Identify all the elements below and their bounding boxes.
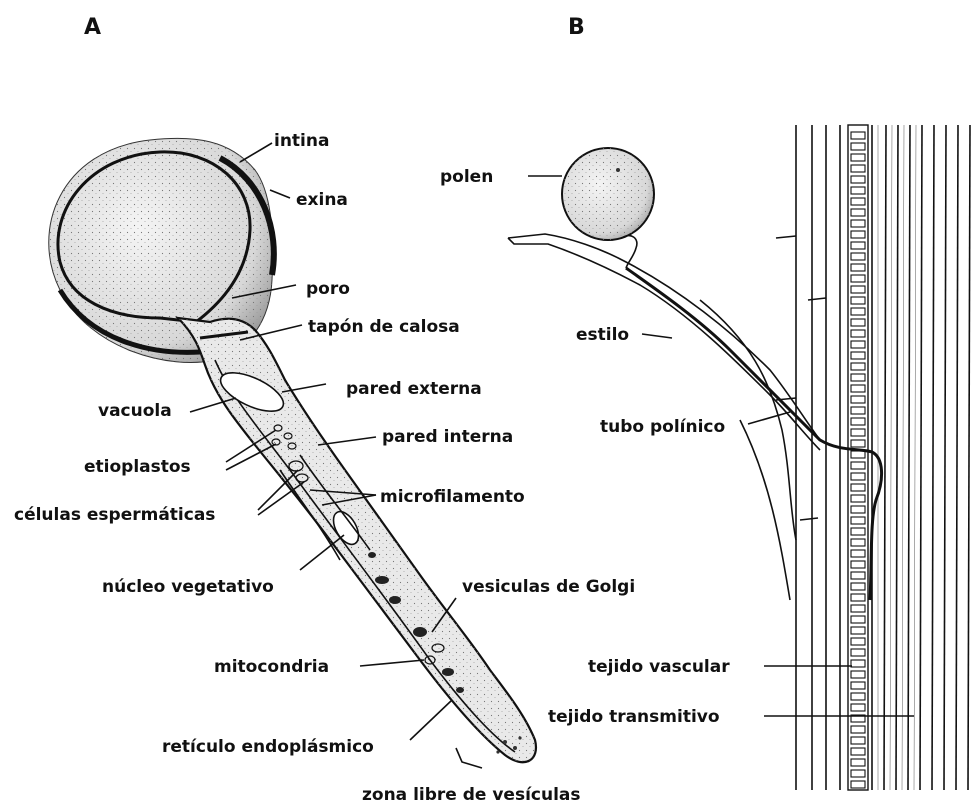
label-exina: exina xyxy=(296,190,348,210)
vascular-cell xyxy=(851,341,865,348)
vascular-cell xyxy=(851,319,865,326)
style-tissue-b xyxy=(776,125,970,790)
vascular-cell xyxy=(851,660,865,667)
label-pared-interna: pared interna xyxy=(382,427,513,447)
label-nucleo-vegetativo: núcleo vegetativo xyxy=(102,577,274,597)
label-poro: poro xyxy=(306,279,350,299)
label-tubo-polinico: tubo polínico xyxy=(600,417,725,437)
vascular-cell xyxy=(851,286,865,293)
label-tejido-transmitivo: tejido transmitivo xyxy=(548,707,720,727)
vascular-cell xyxy=(851,495,865,502)
vascular-cell xyxy=(851,385,865,392)
label-mitocondria: mitocondria xyxy=(214,657,329,677)
label-polen: polen xyxy=(440,167,493,187)
vascular-cell xyxy=(851,561,865,568)
label-tejido-vascular: tejido vascular xyxy=(588,657,730,677)
vascular-cell xyxy=(851,198,865,205)
vascular-cell xyxy=(851,253,865,260)
pollen-grain-b xyxy=(562,148,654,268)
vascular-cell xyxy=(851,418,865,425)
label-vesiculas-golgi: vesiculas de Golgi xyxy=(462,577,635,597)
vascular-cell xyxy=(851,517,865,524)
vascular-cell xyxy=(851,143,865,150)
label-microfilamento: microfilamento xyxy=(380,487,525,507)
vascular-cell xyxy=(851,748,865,755)
vascular-cell xyxy=(851,572,865,579)
label-reticulo-endoplasmico: retículo endoplásmico xyxy=(162,737,374,757)
vascular-cell xyxy=(851,132,865,139)
vascular-cell xyxy=(851,451,865,458)
vascular-cell xyxy=(851,583,865,590)
vascular-cell xyxy=(851,297,865,304)
label-estilo: estilo xyxy=(576,325,629,345)
vascular-cell xyxy=(851,275,865,282)
vascular-cell xyxy=(851,671,865,678)
vascular-cell xyxy=(851,330,865,337)
vascular-cell xyxy=(851,429,865,436)
vascular-cell xyxy=(851,682,865,689)
vascular-cell xyxy=(851,726,865,733)
vascular-cell xyxy=(851,154,865,161)
label-celulas-espermaticas: células espermáticas xyxy=(14,505,215,525)
vascular-cell xyxy=(851,704,865,711)
vascular-cell xyxy=(851,627,865,634)
vascular-cell xyxy=(851,242,865,249)
vascular-cell xyxy=(851,484,865,491)
vascular-cell xyxy=(851,396,865,403)
vascular-cell xyxy=(851,605,865,612)
vascular-cell xyxy=(851,759,865,766)
vascular-cell xyxy=(851,264,865,271)
vascular-cell xyxy=(851,528,865,535)
vascular-cell xyxy=(851,462,865,469)
vascular-cell xyxy=(851,231,865,238)
vascular-cell xyxy=(851,363,865,370)
vascular-cell xyxy=(851,594,865,601)
vascular-cell xyxy=(851,550,865,557)
vascular-cell xyxy=(851,407,865,414)
label-intina: intina xyxy=(274,131,329,151)
vascular-cell xyxy=(851,374,865,381)
vascular-cell xyxy=(851,693,865,700)
vascular-cell xyxy=(851,638,865,645)
vascular-cell xyxy=(851,473,865,480)
vascular-cell xyxy=(851,737,865,744)
panel-label-b: B xyxy=(568,15,585,40)
vascular-cell xyxy=(851,187,865,194)
vascular-cell xyxy=(851,220,865,227)
vascular-cell xyxy=(851,506,865,513)
vascular-cell xyxy=(851,539,865,546)
vascular-cell xyxy=(851,440,865,447)
vascular-cell xyxy=(851,781,865,788)
vascular-cell xyxy=(851,176,865,183)
vascular-cell xyxy=(851,649,865,656)
label-vacuola: vacuola xyxy=(98,401,172,421)
vascular-cell xyxy=(851,209,865,216)
label-etioplastos: etioplastos xyxy=(84,457,191,477)
vascular-cell xyxy=(851,352,865,359)
panel-label-a: A xyxy=(84,15,101,40)
label-zona-libre: zona libre de vesículas xyxy=(362,785,581,805)
label-pared-externa: pared externa xyxy=(346,379,482,399)
vascular-cell xyxy=(851,770,865,777)
vascular-cell xyxy=(851,308,865,315)
vascular-cell xyxy=(851,165,865,172)
vascular-cell xyxy=(851,616,865,623)
label-tapon-calosa: tapón de calosa xyxy=(308,317,460,337)
